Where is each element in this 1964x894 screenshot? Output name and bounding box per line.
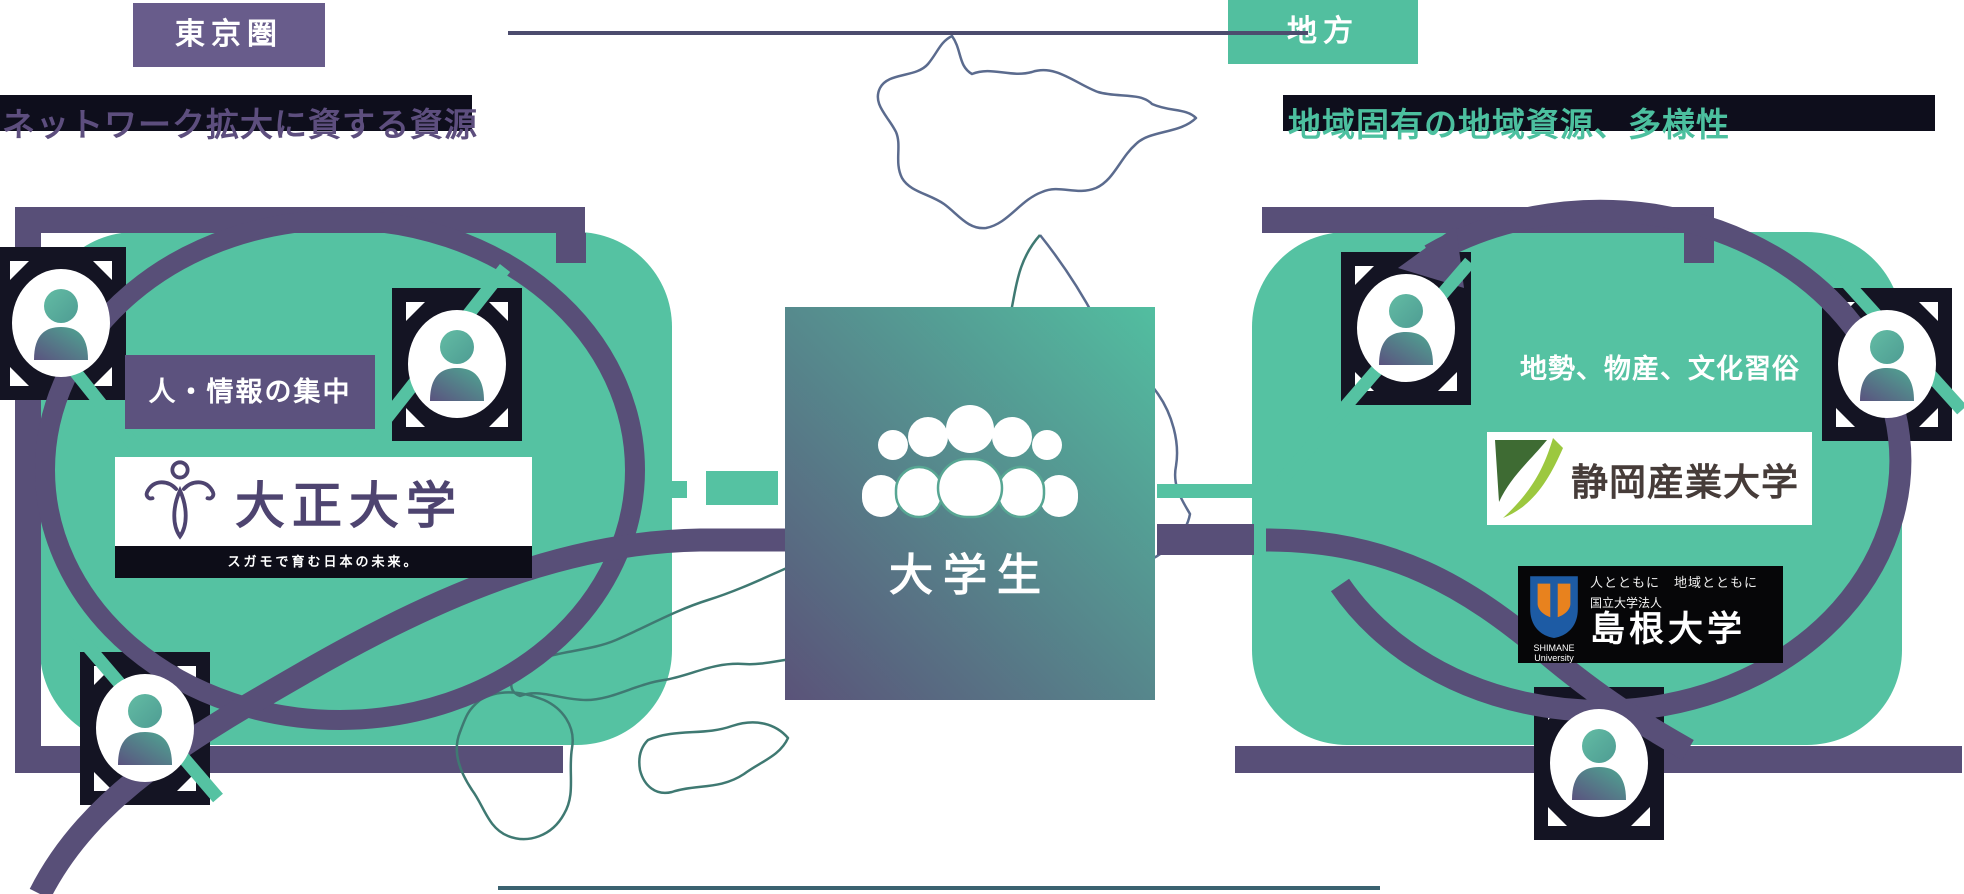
person-icon: [1838, 310, 1936, 418]
taisho-person-mark-icon: [144, 459, 216, 540]
students-center-box: 大学生: [785, 307, 1155, 700]
tokyo-area-label: 東京圏: [133, 3, 325, 67]
top-divider-line: [508, 31, 1308, 35]
person-icon: [96, 674, 194, 782]
shimane-en-line2: University: [1534, 653, 1574, 663]
shimane-en-line1: SHIMANE: [1533, 643, 1575, 653]
shimane-logo-right: 人とともに 地域とともに 国立大学法人 島根大学: [1590, 566, 1783, 663]
book-shield-mark-icon: [1530, 576, 1578, 639]
shimane-university-logo: SHIMANE University 人とともに 地域とともに 国立大学法人 島…: [1518, 566, 1783, 663]
circulation-ring-left: [35, 210, 645, 730]
shimane-logo-left: SHIMANE University: [1518, 566, 1590, 663]
right-heading-highlight: [1283, 95, 1935, 131]
people-group-icon: [862, 405, 1078, 519]
route-line-left: [29, 528, 790, 894]
leaf-swoosh-mark-icon: [1495, 437, 1563, 518]
taisho-university-logo: 大正大学 スガモで育む日本の未来。: [115, 457, 532, 578]
route-connector-bar: [1157, 524, 1254, 555]
tokyo-area-label-text: 東京圏: [175, 18, 283, 51]
ring-arrowhead-icon: [1398, 226, 1464, 288]
shimane-english-name: SHIMANE University: [1533, 643, 1574, 663]
right-heading: 地域固有の地域資源、多様性: [1288, 106, 1730, 143]
students-label: 大学生: [889, 551, 1051, 600]
person-icon: [12, 269, 110, 377]
person-icon: [408, 310, 506, 418]
left-heading: ネットワーク拡大に資する資源: [2, 106, 478, 143]
bottom-divider-line: [498, 886, 1380, 890]
shizuoka-sangyo-university-logo: 静岡産業大学: [1487, 432, 1812, 525]
shimane-university-name: 島根大学: [1590, 610, 1747, 649]
shimane-motto: 人とともに 地域とともに: [1590, 575, 1759, 590]
taisho-logo-main: 大正大学: [115, 457, 532, 546]
circulation-ring-right: [1330, 199, 1912, 722]
taisho-university-name: 大正大学: [235, 477, 463, 534]
left-heading-highlight: [0, 95, 472, 131]
teal-connector-bars: [663, 471, 1255, 505]
tokyo-panel-tag: 人・情報の集中: [125, 355, 375, 429]
shimane-corp-label: 国立大学法人: [1590, 596, 1663, 610]
region-panel-tag: 地勢、物産、文化習俗: [1520, 354, 1800, 384]
person-icon: [1550, 709, 1648, 817]
person-icon: [1357, 274, 1455, 382]
taisho-tagline: スガモで育む日本の未来。: [115, 546, 532, 578]
region-area-label: 地方: [1228, 0, 1418, 64]
shizuoka-university-name: 静岡産業大学: [1571, 461, 1799, 503]
